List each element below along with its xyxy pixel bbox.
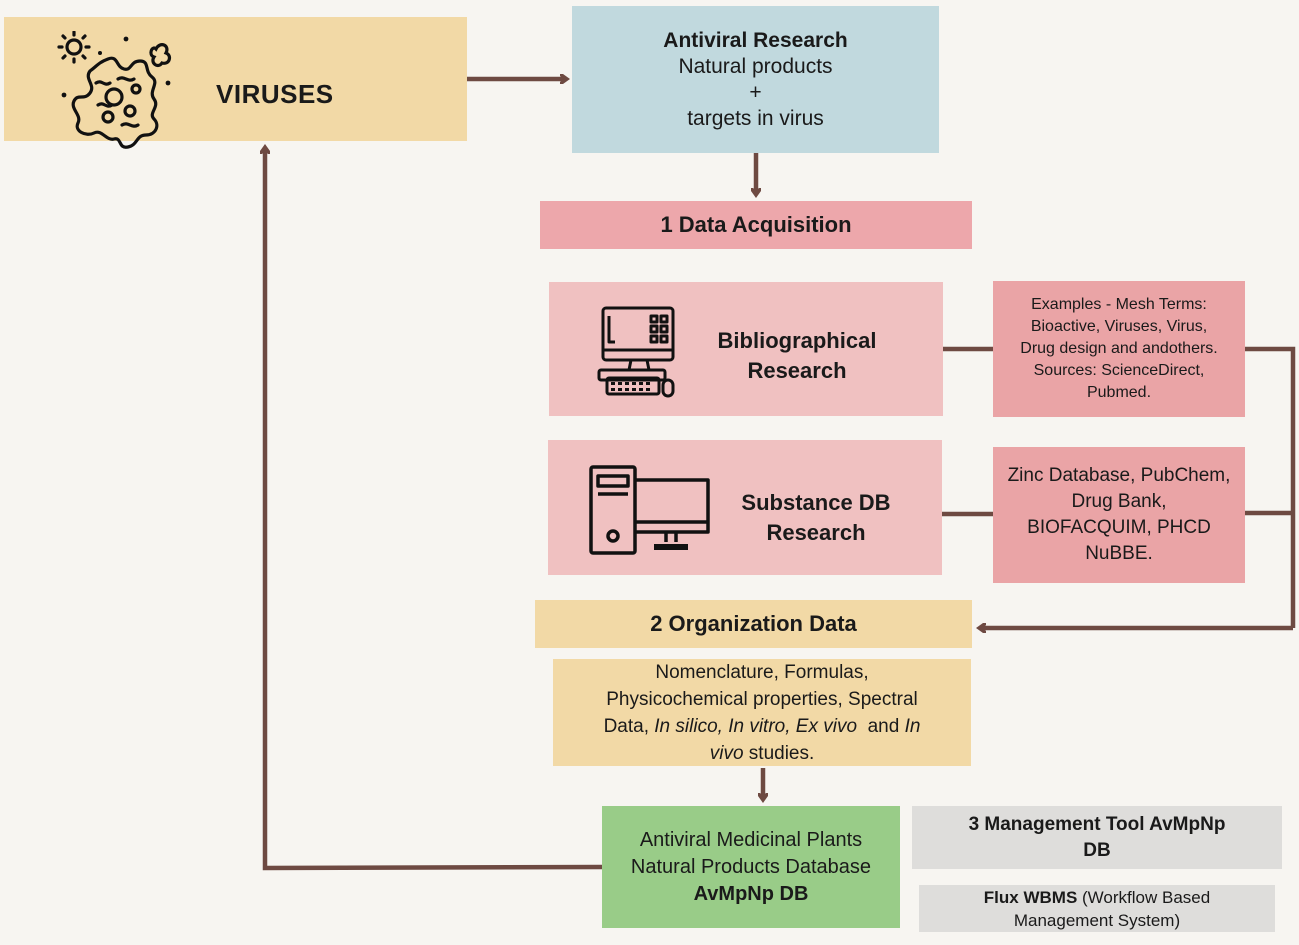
database-line3: AvMpNp DB — [693, 882, 809, 905]
databases-list-box: Zinc Database, PubChem, Drug Bank, BIOFA… — [993, 447, 1245, 583]
nomenclature-line3: Data, In silico, In vitro, Ex vivo and I… — [604, 713, 921, 740]
viruses-label: VIRUSES — [216, 79, 334, 109]
zinc-line4: NuBBE. — [1085, 543, 1153, 564]
substance-line1: Substance DB — [741, 490, 891, 515]
zinc-line2: Drug Bank, — [1071, 491, 1167, 512]
bibliographical-line1: Bibliographical — [717, 328, 877, 353]
bibliographical-line2: Research — [747, 358, 847, 383]
flux-wbms-box: Flux WBMS (Workflow Based Management Sys… — [919, 885, 1275, 932]
nomenclature-l4b: studies. — [743, 742, 815, 764]
organization-data-box: 2 Organization Data — [535, 600, 972, 648]
arrow-db-to-viruses — [265, 148, 603, 871]
antiviral-plus: + — [749, 80, 762, 104]
mesh-terms-box: Examples - Mesh Terms: Bioactive, Viruse… — [993, 281, 1245, 417]
nomenclature-l3c: and — [857, 715, 905, 737]
avmpnp-database-box: Antiviral Medicinal Plants Natural Produ… — [602, 806, 900, 928]
database-line1: Antiviral Medicinal Plants — [639, 828, 863, 851]
viruses-box: VIRUSES — [4, 17, 467, 149]
antiviral-research-box: Antiviral Research Natural products + ta… — [572, 6, 939, 153]
mesh-line2: Bioactive, Viruses, Virus, — [1030, 318, 1208, 335]
mesh-line1: Examples - Mesh Terms: — [1031, 296, 1207, 313]
nomenclature-line4: vivo studies. — [710, 740, 815, 767]
mesh-line4: Sources: ScienceDirect, — [1033, 362, 1205, 379]
nomenclature-line2: Physicochemical properties, Spectral — [606, 688, 918, 710]
substance-label: Substance DB Research — [716, 488, 916, 548]
zinc-line1: Zinc Database, PubChem, — [1007, 465, 1231, 486]
nomenclature-l4a: vivo — [709, 742, 744, 764]
management-tool-box: 3 Management Tool AvMpNp DB — [912, 806, 1282, 869]
antiviral-title: Antiviral Research — [663, 28, 848, 52]
flux-line2: Management System) — [1013, 910, 1181, 930]
nomenclature-box: Nomenclature, Formulas, Physicochemical … — [553, 659, 971, 766]
computer-icon — [597, 306, 675, 398]
data-acquisition-box: 1 Data Acquisition — [540, 201, 972, 249]
flux-rest: (Workflow Based — [1077, 887, 1211, 907]
flux-bold: Flux WBMS — [983, 887, 1078, 907]
management-line1: 3 Management Tool AvMpNp — [968, 813, 1226, 835]
nomenclature-line1: Nomenclature, Formulas, — [655, 661, 869, 683]
flux-line1: Flux WBMS (Workflow Based — [984, 886, 1210, 909]
substance-line2: Research — [766, 520, 866, 545]
organization-data-label: 2 Organization Data — [650, 611, 857, 636]
antiviral-line2: targets in virus — [687, 106, 824, 130]
bibliographical-label: Bibliographical Research — [697, 326, 897, 386]
zinc-line3: BIOFACQUIM, PHCD — [1027, 517, 1211, 538]
virus-icon — [57, 31, 172, 149]
nomenclature-l3b: In silico, In vitro, Ex vivo — [654, 715, 858, 737]
mesh-line3: Drug design and andothers. — [1020, 340, 1218, 357]
mesh-line5: Pubmed. — [1086, 384, 1152, 401]
nomenclature-l3d: In — [904, 715, 921, 737]
substance-db-research-box: Substance DB Research — [548, 440, 942, 575]
data-acquisition-label: 1 Data Acquisition — [660, 212, 852, 237]
database-line2: Natural Products Database — [630, 855, 872, 878]
line-mesh-right — [1245, 346, 1296, 628]
bibliographical-research-box: Bibliographical Research — [549, 282, 943, 416]
nomenclature-l3a: Data, — [603, 715, 655, 737]
desktop-computer-icon — [589, 465, 710, 555]
antiviral-line1: Natural products — [678, 54, 833, 78]
management-line2: DB — [1083, 839, 1111, 861]
